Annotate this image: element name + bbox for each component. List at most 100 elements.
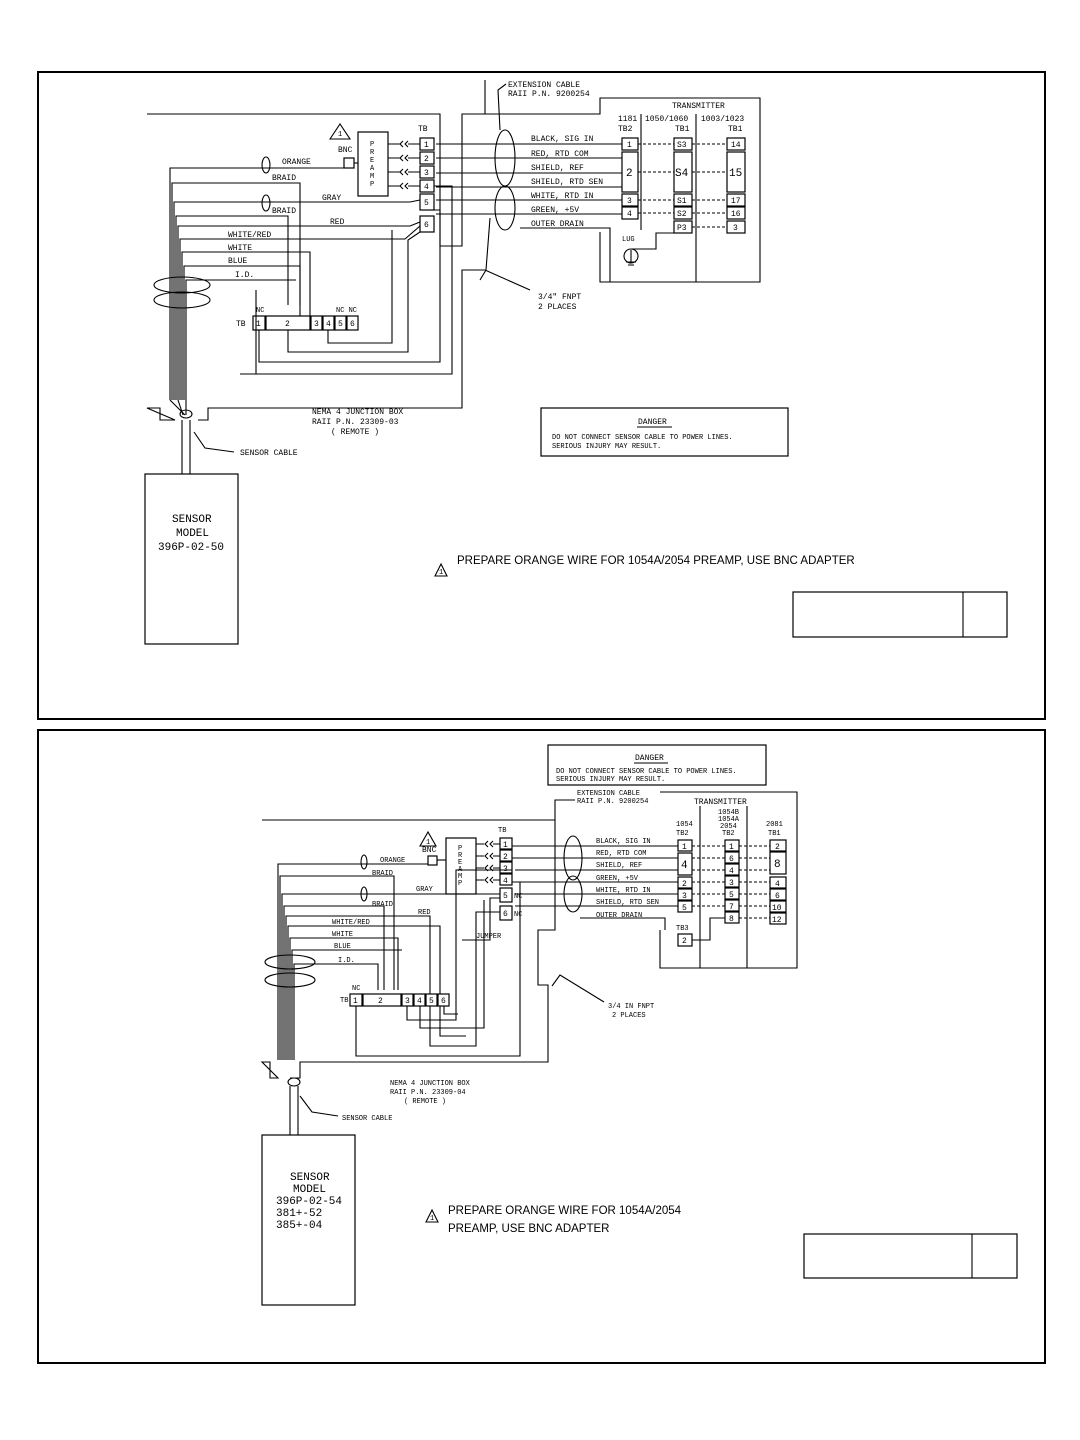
cable-gland-icon-2 xyxy=(563,835,583,881)
note-text-2b: PREAMP, USE BNC ADAPTER xyxy=(448,1223,609,1235)
tb3-term: 2 xyxy=(682,937,687,946)
preamp-box xyxy=(357,131,389,197)
tb-bottom-term: 3 xyxy=(314,320,319,329)
bnc-connector-icon-2 xyxy=(427,855,438,866)
wire-label: BLACK, SIG IN xyxy=(531,135,594,144)
tx2c3-term: 10 xyxy=(772,904,782,913)
jumper-label: JUMPER xyxy=(476,933,502,941)
wire-label-2: OUTER DRAIN xyxy=(596,912,642,920)
wire-label-id-2: I.D. xyxy=(338,957,355,965)
danger-text-2a: DO NOT CONNECT SENSOR CABLE TO POWER LIN… xyxy=(556,768,737,776)
sensor-model-number-2a: 396P-02-54 xyxy=(276,1196,342,1208)
tb-bottom-term: 5 xyxy=(338,320,343,329)
tb2-right-term: 6 xyxy=(503,910,508,919)
tb2-right-term: 4 xyxy=(503,877,508,886)
danger-title: DANGER xyxy=(638,418,667,427)
sensor-cable-leader-2 xyxy=(299,1095,339,1117)
wire-label-orange-2: ORANGE xyxy=(380,857,405,865)
junction-box-label: NEMA 4 JUNCTION BOX xyxy=(312,408,403,417)
wire-label-orange: ORANGE xyxy=(282,158,311,167)
note-warning-icon xyxy=(434,562,448,577)
tb-right-term: 4 xyxy=(424,183,429,192)
fnpt-label-2b: 2 PLACES xyxy=(612,1012,646,1020)
wire-label-id: I.D. xyxy=(235,271,254,280)
junction-box-label-2: NEMA 4 JUNCTION BOX xyxy=(390,1080,471,1088)
tb2-right-term: 5 xyxy=(503,892,508,901)
tx2-term: S1 xyxy=(677,197,687,206)
bnc-label-2: BNC xyxy=(422,846,437,855)
wire-label-white-red-2: WHITE/RED xyxy=(332,919,370,927)
junction-box-outline xyxy=(146,80,761,421)
wire-label-white-red: WHITE/RED xyxy=(228,231,271,240)
sensor-box xyxy=(144,473,239,645)
tx2c1-term: 3 xyxy=(682,892,687,901)
wire-label-2: WHITE, RTD IN xyxy=(596,887,651,895)
wire-label-braid: BRAID xyxy=(272,207,296,216)
danger-text-2: SERIOUS INJURY MAY RESULT. xyxy=(552,443,661,451)
wire-label-2: BLACK, SIG IN xyxy=(596,838,651,846)
wire-label-2: SHIELD, REF xyxy=(596,862,642,870)
tx2c1-term: 1 xyxy=(682,843,687,852)
sensor-model-number: 396P-02-50 xyxy=(158,542,224,554)
diagram2-frame xyxy=(37,729,1046,1364)
wire-label-2: RED, RTD COM xyxy=(596,850,646,858)
tx2c3-term: 4 xyxy=(775,880,780,889)
warning-number-2: 1 xyxy=(426,839,430,847)
tb2-bottom-term: 3 xyxy=(405,997,410,1006)
wire-label: WHITE, RTD IN xyxy=(531,192,594,201)
tx2c2-term: 4 xyxy=(729,867,734,876)
wire-label-braid: BRAID xyxy=(272,174,296,183)
junction-box-pn-2: RAII P.N. 23309-04 xyxy=(390,1089,466,1097)
sensor-model-label: MODEL xyxy=(176,528,209,540)
tx2-term: S3 xyxy=(677,141,687,150)
note-warning-number-2: 1 xyxy=(430,1215,434,1223)
tb-bottom-term: 4 xyxy=(326,320,331,329)
tb-label: TB xyxy=(418,125,428,134)
tb-nc-label: NC xyxy=(256,307,264,315)
tx1-term: 3 xyxy=(627,197,632,206)
ext-cable-label-2b: RAII P.N. 9200254 xyxy=(577,798,648,806)
sensor-cable-leader xyxy=(193,431,235,453)
sensor-model-number-2b: 381+-52 xyxy=(276,1208,322,1220)
wire-label-2: GREEN, +5V xyxy=(596,875,639,883)
tb2-nc: NC xyxy=(514,911,522,919)
tx-col3-sub: TB1 xyxy=(728,125,743,134)
tx3-term: 16 xyxy=(731,210,741,219)
tb2-right-term: 1 xyxy=(503,841,508,850)
tx2-col3-sub: TB1 xyxy=(768,830,781,838)
tx3-term: 3 xyxy=(733,224,738,233)
note-text-2a: PREPARE ORANGE WIRE FOR 1054A/2054 xyxy=(448,1205,682,1217)
title-block-2 xyxy=(803,1233,1018,1279)
fnpt-label: 3/4" FNPT xyxy=(538,293,581,302)
tx2c2-term: 6 xyxy=(729,855,734,864)
sensor-model-label-2: MODEL xyxy=(293,1184,326,1196)
tb-right-term: 2 xyxy=(424,155,429,164)
wire-label-2: SHIELD, RTD SEN xyxy=(596,899,659,907)
tx2c2-term: 8 xyxy=(729,915,734,924)
wire-label: GREEN, +5V xyxy=(531,206,579,215)
tb2-bottom-term: 2 xyxy=(378,997,383,1006)
tx2c3-term: 6 xyxy=(775,892,780,901)
ext-cable-label-2: RAII P.N. 9200254 xyxy=(508,90,590,99)
danger-text-2b: SERIOUS INJURY MAY RESULT. xyxy=(556,776,665,784)
tx1-term: 1 xyxy=(627,141,632,150)
tx3-term: 14 xyxy=(731,141,741,150)
tx3-term: 17 xyxy=(731,197,741,206)
wire-label: SHIELD, REF xyxy=(531,164,584,173)
tx1-term: 4 xyxy=(627,210,632,219)
sensor-box-2 xyxy=(261,1134,356,1306)
tb-nc-label: NC NC xyxy=(336,307,357,315)
tx-col2-sub: TB1 xyxy=(675,125,690,134)
danger-text: DO NOT CONNECT SENSOR CABLE TO POWER LIN… xyxy=(552,434,733,442)
tb-right-term: 3 xyxy=(424,169,429,178)
wire-label-blue-2: BLUE xyxy=(334,943,351,951)
diagram1-frame xyxy=(37,71,1046,720)
wire-label: RED, RTD COM xyxy=(531,150,589,159)
tx2-term: S2 xyxy=(677,210,687,219)
tb2-bottom-term: 6 xyxy=(441,997,446,1006)
warning-triangle-icon xyxy=(328,123,352,140)
tb2-bottom-term: 5 xyxy=(429,997,434,1006)
tb-bottom-term: 1 xyxy=(256,320,261,329)
tx2c1-term: 4 xyxy=(681,860,688,872)
tb-label-2: TB xyxy=(498,827,506,835)
